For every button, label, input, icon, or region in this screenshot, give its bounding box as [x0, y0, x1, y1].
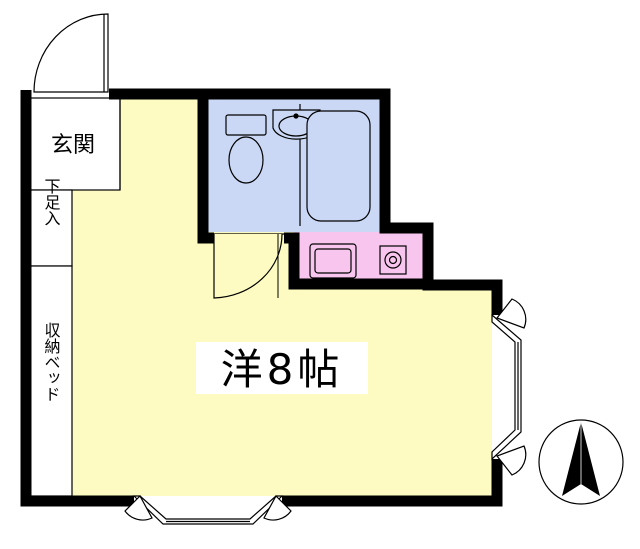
door-swing-icon — [33, 13, 109, 93]
bathtub-icon — [306, 110, 371, 222]
door-swing-icon — [213, 233, 284, 299]
shoe-box-label: 下足入 — [42, 178, 61, 226]
toilet-icon — [225, 114, 267, 184]
window-icon — [124, 495, 292, 525]
shoe-box-area — [29, 189, 73, 267]
room-label: 洋8帖 — [221, 345, 344, 394]
sink-icon — [272, 109, 321, 140]
storage-bed-label: 収納ベッド — [42, 322, 61, 402]
kitchen-sink-icon — [309, 243, 357, 279]
room-floor — [30, 98, 492, 496]
entrance-label: 玄関 — [51, 133, 95, 158]
window-icon — [491, 298, 527, 476]
stove-icon — [379, 245, 407, 275]
storage-bed-area — [29, 265, 73, 497]
north-arrow-icon — [538, 419, 624, 505]
walls — [20, 88, 503, 507]
